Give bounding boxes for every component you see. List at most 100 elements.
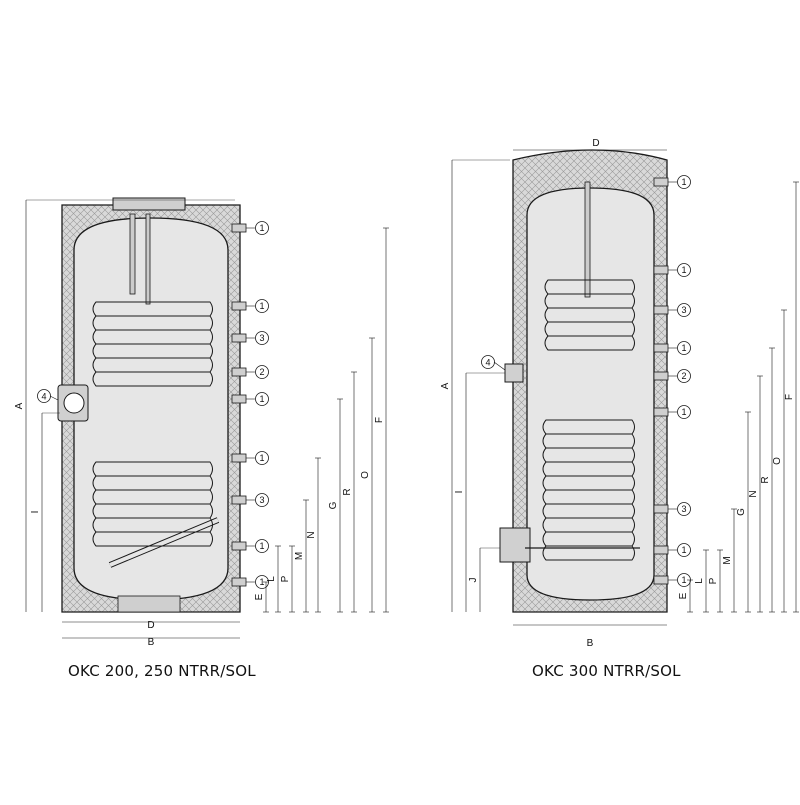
pipe-stub (231, 223, 247, 233)
dimension-label: P (280, 575, 291, 582)
connection-label: 2 (681, 371, 686, 381)
left-thermo-tube (145, 213, 151, 305)
dimension-line (493, 361, 506, 371)
connection-label: 1 (681, 545, 686, 555)
connection-label: 1 (259, 301, 264, 311)
connection-label: 1 (681, 575, 686, 585)
connection-label: 3 (259, 333, 264, 343)
dimension-label: F (374, 417, 385, 423)
dimension-label: O (772, 457, 783, 465)
dimension-label: R (760, 476, 771, 483)
connection-marker (677, 502, 691, 516)
connection-label: 1 (681, 177, 686, 187)
coil-loop (92, 371, 213, 387)
dimension-label: M (294, 552, 305, 560)
connection-label: 1 (681, 343, 686, 353)
connection-label: 1 (259, 394, 264, 404)
connection-marker (255, 221, 269, 235)
connection-label: 1 (259, 453, 264, 463)
pipe-stub (231, 394, 247, 404)
connection-marker (677, 175, 691, 189)
right-caption: OKC 300 NTRR/SOL (532, 662, 681, 680)
pipe-stub (231, 577, 247, 587)
connection-marker (255, 493, 269, 507)
dimension-label: E (678, 592, 689, 599)
connection-marker (255, 331, 269, 345)
left-caption: OKC 200, 250 NTRR/SOL (68, 662, 256, 680)
connection-marker (677, 405, 691, 419)
pipe-stub (231, 453, 247, 463)
connection-marker (677, 263, 691, 277)
connection-label: 3 (681, 504, 686, 514)
connection-marker (677, 543, 691, 557)
connection-label: 1 (259, 577, 264, 587)
coil-loop (542, 545, 635, 561)
pipe-stub (653, 504, 669, 514)
pipe-stub (231, 301, 247, 311)
connection-marker (677, 341, 691, 355)
pipe-stub (231, 541, 247, 551)
connection-label: 1 (259, 541, 264, 551)
right-tank (526, 187, 655, 601)
pipe-stub (653, 371, 669, 381)
dimension-label: O (360, 471, 371, 479)
pipe-stub (231, 333, 247, 343)
dimension-label: G (328, 501, 339, 509)
dimension-label: L (694, 578, 705, 584)
pipe-stub (653, 407, 669, 417)
dimension-label: I (454, 491, 465, 494)
left-anode-rod (129, 213, 136, 295)
left-heat-exchanger-coils (92, 301, 213, 547)
dimension-label: J (468, 578, 479, 583)
connection-marker (255, 299, 269, 313)
pipe-stub (653, 545, 669, 555)
pipe-stub (653, 265, 669, 275)
right-anode-rod (584, 181, 591, 298)
connection-marker (255, 451, 269, 465)
dimension-label: P (708, 577, 719, 584)
connection-label: 3 (259, 495, 264, 505)
dimension-label: G (736, 508, 747, 516)
right-heat-exchanger-coils (542, 279, 635, 561)
left-bottom-block (117, 595, 181, 613)
coil-loop (92, 531, 213, 547)
right-side-port (504, 363, 524, 383)
dimension-label: R (342, 488, 353, 495)
left-tank (73, 217, 229, 601)
side-port-label: 4 (485, 358, 490, 368)
pipe-stub (653, 343, 669, 353)
left-side-port-hole (63, 392, 85, 414)
connection-label: 3 (681, 305, 686, 315)
coil-loop (544, 335, 635, 351)
dimension-label: B (587, 638, 594, 649)
right-bottom-port (499, 527, 531, 563)
dimension-label: I (30, 511, 41, 514)
connection-label: 1 (681, 265, 686, 275)
dimension-label: A (14, 402, 25, 409)
dimension-label: M (722, 556, 733, 564)
pipe-stub (231, 495, 247, 505)
connection-label: 1 (259, 223, 264, 233)
pipe-stub (653, 177, 669, 187)
left-inlet-pipe-inner (109, 518, 219, 567)
pipe-stub (231, 367, 247, 377)
connection-marker (677, 303, 691, 317)
dimension-label: D (147, 620, 154, 631)
pipe-stub (653, 305, 669, 315)
connection-label: 2 (259, 367, 264, 377)
connection-marker (677, 369, 691, 383)
dimension-line (49, 395, 59, 401)
dimension-label: F (784, 394, 795, 400)
dimension-label: D (592, 138, 599, 149)
pipe-stub (653, 575, 669, 585)
connection-marker (255, 539, 269, 553)
dimension-label: A (440, 382, 451, 389)
left-top-flange (112, 197, 186, 211)
connection-marker (255, 365, 269, 379)
side-port-label: 4 (41, 392, 46, 402)
right-boiler (499, 149, 668, 613)
connection-marker (255, 392, 269, 406)
